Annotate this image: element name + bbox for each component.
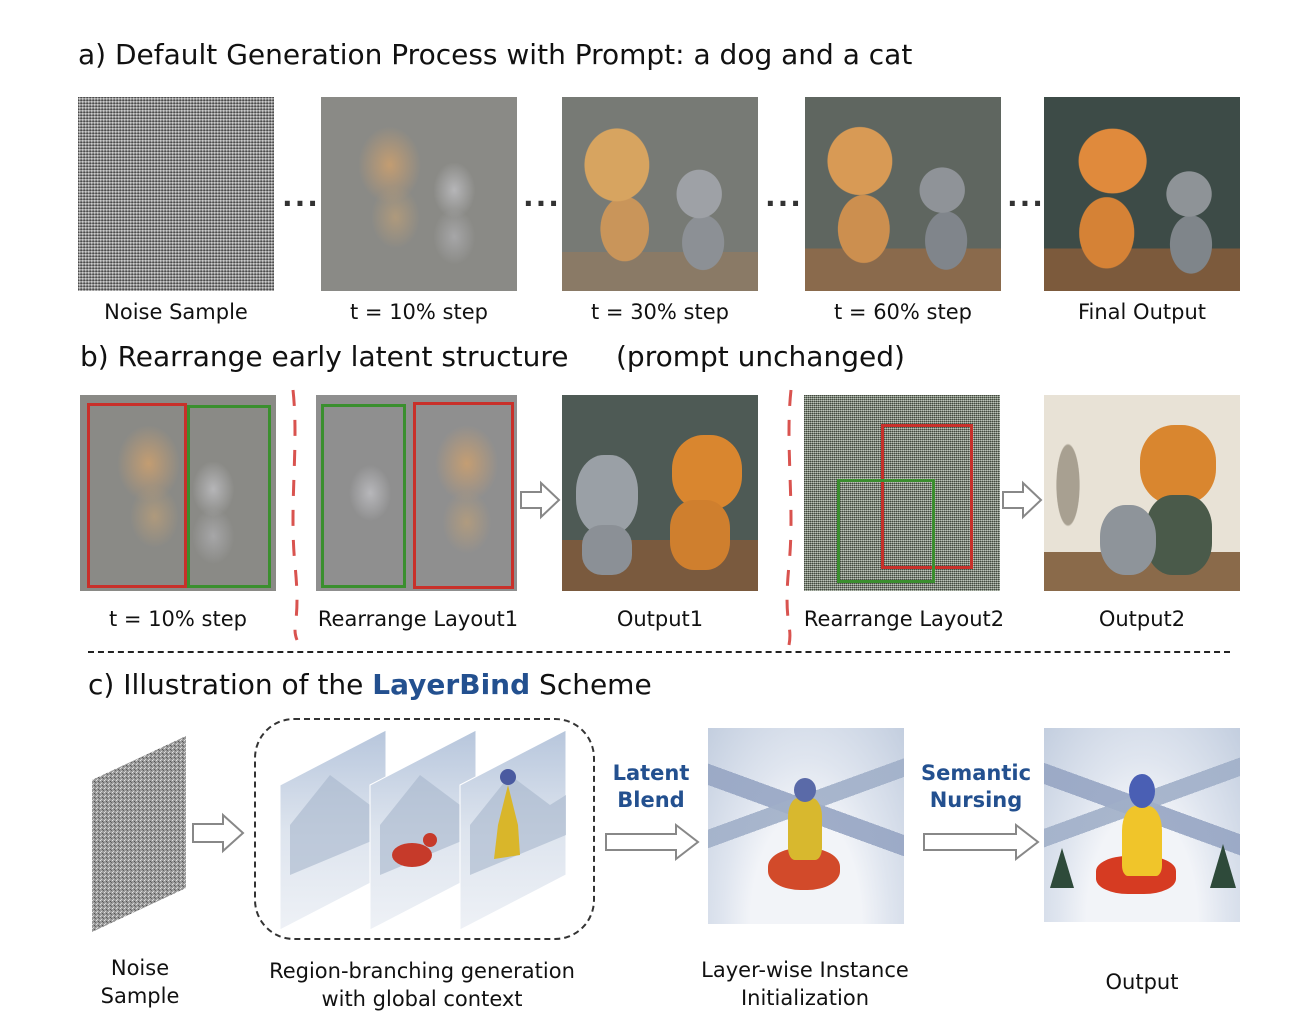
region-branch-layers xyxy=(279,729,567,931)
caption-step-10: t = 10% step xyxy=(350,300,488,324)
branch-layer-1 xyxy=(279,729,387,931)
branch-layer-3 xyxy=(459,729,567,931)
section-c-title-suffix: Scheme xyxy=(530,668,652,701)
ellipsis-4: ... xyxy=(1007,180,1045,213)
section-separator xyxy=(88,651,1230,653)
caption-step-60: t = 60% step xyxy=(834,300,972,324)
output1-image xyxy=(562,395,758,591)
arrow-noise-to-branch xyxy=(192,812,245,854)
rearrange-layout2-image xyxy=(804,395,1000,591)
layer-wise-init-image xyxy=(708,728,904,924)
caption-c-output: Output xyxy=(1105,970,1179,994)
arrow-semantic-nursing xyxy=(923,822,1040,862)
section-b-title: b) Rearrange early latent structure xyxy=(80,340,569,373)
section-b-note: (prompt unchanged) xyxy=(616,340,905,373)
cat-region-box xyxy=(187,405,271,588)
ellipsis-1: ... xyxy=(282,180,320,213)
dog-region-box xyxy=(881,424,973,569)
dog-region-box xyxy=(87,403,187,588)
final-output-image xyxy=(1044,97,1240,291)
step-30-image xyxy=(562,97,758,291)
ellipsis-3: ... xyxy=(765,180,803,213)
caption-rearrange-layout1: Rearrange Layout1 xyxy=(317,607,519,631)
output2-image xyxy=(1044,395,1240,591)
section-c-title: c) Illustration of the LayerBind Scheme xyxy=(88,668,652,701)
branch-layer-2 xyxy=(369,729,477,931)
caption-step-30: t = 30% step xyxy=(591,300,729,324)
region-branching-container xyxy=(254,718,595,940)
step-60-image xyxy=(805,97,1001,291)
caption-noise-sample: Noise Sample xyxy=(104,300,248,324)
cat-region-box xyxy=(321,404,406,588)
step-10-image xyxy=(321,97,517,291)
caption-layer-wise-init: Layer-wise Instance Initialization xyxy=(701,958,909,1010)
divider-1 xyxy=(291,389,299,641)
caption-output2: Output2 xyxy=(1098,607,1186,631)
caption-region-branching: Region-branching generation with global … xyxy=(269,959,575,1011)
divider-2 xyxy=(785,389,793,646)
arrow-latent-blend xyxy=(605,822,700,862)
section-a-title: a) Default Generation Process with Promp… xyxy=(78,38,913,71)
caption-final-output: Final Output xyxy=(1077,300,1207,324)
ellipsis-2: ... xyxy=(523,180,561,213)
cat-region-box xyxy=(837,479,935,583)
arrow-to-output2 xyxy=(1002,480,1043,520)
caption-c-noise-sample: Noise Sample xyxy=(100,956,180,1008)
latent-blend-label: Latent Blend xyxy=(612,761,690,812)
caption-output1: Output1 xyxy=(616,607,704,631)
layerbind-name: LayerBind xyxy=(372,668,531,701)
noise-sample-image xyxy=(78,97,274,291)
caption-rearrange-layout2: Rearrange Layout2 xyxy=(803,607,1005,631)
rearrange-layout1-image xyxy=(316,395,517,591)
c-output-image xyxy=(1044,728,1240,922)
section-c-title-prefix: c) Illustration of the xyxy=(88,668,373,701)
semantic-nursing-label: Semantic Nursing xyxy=(920,761,1032,812)
c-noise-sample-image xyxy=(92,736,186,932)
caption-b-step-10: t = 10% step xyxy=(109,607,247,631)
dog-region-box xyxy=(413,402,514,589)
arrow-to-output1 xyxy=(520,480,561,520)
b-step-10-image xyxy=(80,395,276,591)
